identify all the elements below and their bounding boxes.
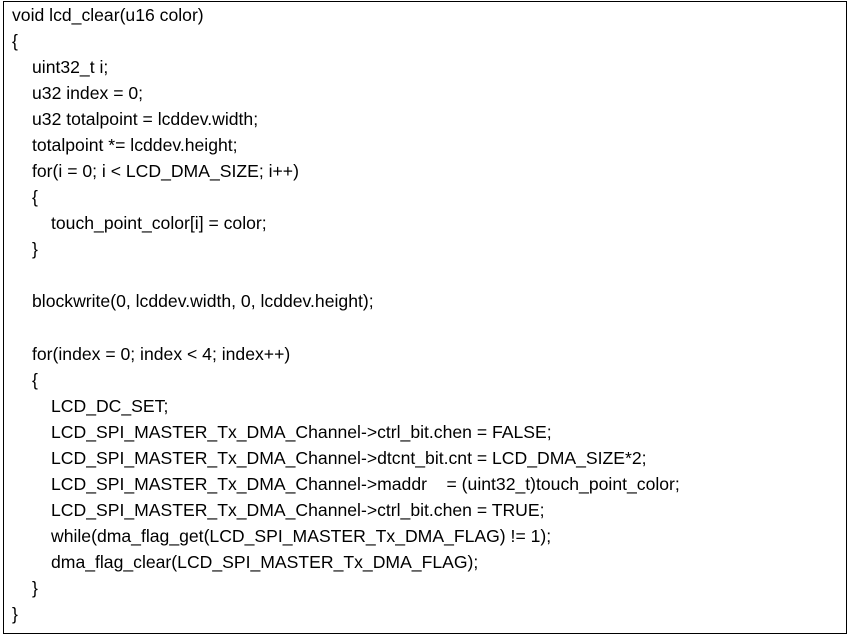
code-line: dma_flag_clear(LCD_SPI_MASTER_Tx_DMA_FLA… bbox=[51, 552, 479, 572]
code-line: u32 totalpoint = lcddev.width; bbox=[32, 109, 259, 129]
code-line: LCD_SPI_MASTER_Tx_DMA_Channel->ctrl_bit.… bbox=[51, 422, 552, 442]
code-line: } bbox=[32, 578, 38, 598]
code-line: { bbox=[32, 370, 38, 390]
code-line: LCD_SPI_MASTER_Tx_DMA_Channel->maddr = (… bbox=[51, 474, 680, 494]
code-line: void lcd_clear(u16 color) bbox=[12, 5, 204, 25]
code-line: totalpoint *= lcddev.height; bbox=[32, 135, 238, 155]
code-line: } bbox=[32, 239, 38, 259]
code-line: { bbox=[32, 187, 38, 207]
code-line: LCD_SPI_MASTER_Tx_DMA_Channel->dtcnt_bit… bbox=[51, 448, 647, 468]
code-line: uint32_t i; bbox=[32, 57, 109, 77]
code-line: LCD_DC_SET; bbox=[51, 396, 169, 416]
code-line: blockwrite(0, lcddev.width, 0, lcddev.he… bbox=[32, 291, 374, 311]
code-line: { bbox=[12, 31, 18, 51]
code-line: for(index = 0; index < 4; index++) bbox=[32, 344, 291, 364]
code-listing: void lcd_clear(u16 color) { uint32_t i; … bbox=[3, 1, 847, 634]
code-line: LCD_SPI_MASTER_Tx_DMA_Channel->ctrl_bit.… bbox=[51, 500, 545, 520]
code-line: } bbox=[12, 604, 18, 624]
code-line: touch_point_color[i] = color; bbox=[51, 213, 267, 233]
code-line: for(i = 0; i < LCD_DMA_SIZE; i++) bbox=[32, 161, 299, 181]
code-line: u32 index = 0; bbox=[32, 83, 144, 103]
code-line: while(dma_flag_get(LCD_SPI_MASTER_Tx_DMA… bbox=[51, 526, 552, 546]
